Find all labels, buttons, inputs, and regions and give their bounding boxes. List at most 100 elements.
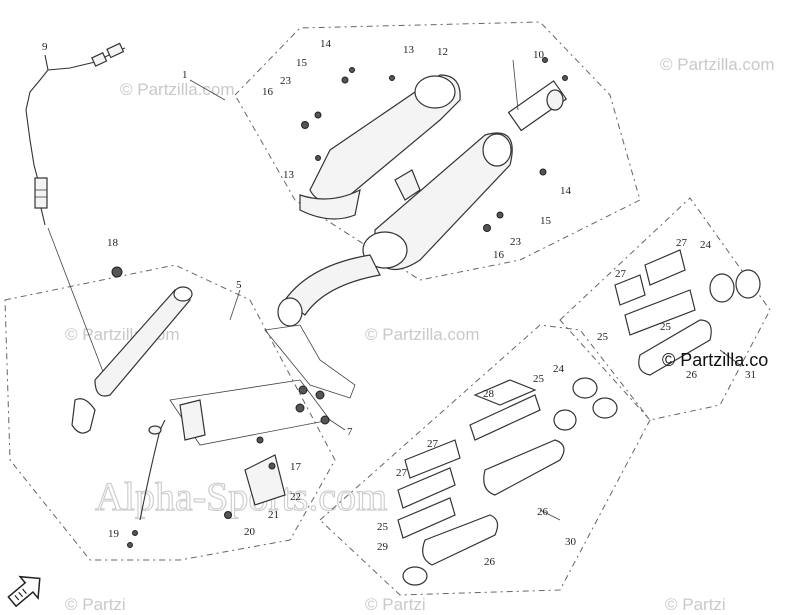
- part-label: 24: [553, 363, 565, 375]
- leader-line: [329, 419, 346, 431]
- repack-kit-30: [397, 377, 618, 586]
- screw-19b: [132, 530, 138, 536]
- part-label: 26: [484, 556, 496, 568]
- packing-sheet-27a: [404, 439, 461, 479]
- clamp-24a: [572, 377, 598, 399]
- watermark-layer: © Partzilla.com © Partzilla.com © Partzi…: [65, 55, 775, 614]
- part-label: 15: [296, 57, 308, 69]
- muffler-assembly: [299, 57, 568, 271]
- spring-7b: [295, 403, 305, 413]
- screw-13: [389, 75, 395, 81]
- part-label: 15: [540, 215, 552, 227]
- leader-line: [719, 349, 741, 366]
- watermark-text: © Partzilla.com: [365, 325, 480, 344]
- part-label: 20: [244, 526, 256, 538]
- part-label: 9: [42, 41, 48, 53]
- bolt-16b: [483, 224, 491, 232]
- gasket-18: [111, 266, 123, 278]
- leader-line: [229, 289, 241, 321]
- part-label: 10: [533, 49, 545, 61]
- screw-10b: [562, 75, 568, 81]
- part-label: 24: [700, 239, 712, 251]
- part-label: 31: [745, 369, 756, 381]
- part-label: 30: [565, 536, 577, 548]
- part-label: 13: [403, 44, 415, 56]
- packing-tube-a: [483, 439, 565, 496]
- part-label: 25: [660, 321, 672, 333]
- leader-line: [539, 509, 561, 521]
- heat-shield-12: [309, 74, 461, 202]
- part-label: 26: [686, 369, 698, 381]
- packing-sheet-25b: [624, 289, 696, 336]
- packing-sheet-29: [469, 394, 541, 441]
- watermark-text: © Partzi: [365, 595, 426, 614]
- cable-grommet: [148, 425, 162, 435]
- assembly-boundaries: [4, 21, 771, 596]
- part-label: 27: [676, 237, 688, 249]
- sensor-wire: [25, 54, 49, 181]
- screw-10a: [542, 57, 548, 63]
- part-label: 19: [108, 528, 120, 540]
- spring-7a: [298, 385, 308, 395]
- sensor-tip: [40, 207, 46, 226]
- part-label: 21: [268, 509, 279, 521]
- leader-lines: [189, 79, 741, 521]
- pipe-bracket-mount: [179, 399, 206, 441]
- bolt-20: [224, 511, 232, 519]
- part-label: 25: [597, 331, 609, 343]
- washer-23: [314, 111, 322, 119]
- sensor-connector: [91, 52, 108, 67]
- part-label: 14: [320, 38, 332, 50]
- kit-30-boundary: [319, 324, 651, 596]
- packing-tube-26c: [638, 319, 712, 376]
- front-arrow-icon: [7, 575, 41, 608]
- bolt-16: [301, 121, 309, 129]
- part-label: 12: [437, 46, 448, 58]
- watermark-text: © Partzi: [65, 595, 126, 614]
- kit-31-boundary: [559, 197, 771, 421]
- part-label: 26: [537, 506, 549, 518]
- part-label: 18: [107, 237, 119, 249]
- watermark-text: © Partzilla.com: [660, 55, 775, 74]
- packing-sheet-27d: [644, 249, 686, 286]
- bolt-14: [349, 67, 355, 73]
- clamp-24c: [553, 409, 577, 431]
- bolt-15: [341, 76, 349, 84]
- packing-tube-26b: [422, 514, 499, 566]
- part-label: 17: [290, 461, 302, 473]
- sensor-plug: [106, 42, 125, 59]
- nut-17: [256, 436, 264, 444]
- spring-7c: [315, 390, 325, 400]
- part-label: 27: [615, 268, 627, 280]
- partzilla-brand-watermark: © Partzilla.co: [662, 350, 768, 370]
- part-label: 28: [483, 388, 495, 400]
- screw-19a: [127, 542, 133, 548]
- packing-sheet-25a: [397, 497, 456, 539]
- repack-kit-31: [614, 249, 761, 376]
- header-pipe: [71, 266, 331, 548]
- part-label: 29: [377, 541, 389, 553]
- mid-pipe-flange: [277, 297, 303, 327]
- part-label: 22: [290, 491, 301, 503]
- clamp-24d: [709, 273, 735, 303]
- part-label: 1: [182, 69, 188, 81]
- part-label: 27: [427, 438, 439, 450]
- packing-sheet-27b: [397, 467, 456, 509]
- packing-sheet-27c: [614, 274, 646, 306]
- part-label: 7: [347, 426, 353, 438]
- part-label: 25: [533, 373, 545, 385]
- part-label: 16: [262, 86, 274, 98]
- washer-15b: [496, 211, 504, 219]
- leader-line: [512, 59, 519, 111]
- muffler-bracket: [394, 169, 421, 201]
- heat-shield-end: [414, 75, 456, 109]
- muffler-inlet-end: [362, 231, 408, 269]
- leader-line: [47, 227, 111, 391]
- o2-sensor: [25, 42, 126, 391]
- watermark-text: © Partzi: [665, 595, 726, 614]
- watermark-text: Alpha-Sports.com: [95, 474, 387, 519]
- part-label: 13: [283, 169, 295, 181]
- part-label: 27: [396, 467, 408, 479]
- muffler-outlet-end: [482, 133, 512, 167]
